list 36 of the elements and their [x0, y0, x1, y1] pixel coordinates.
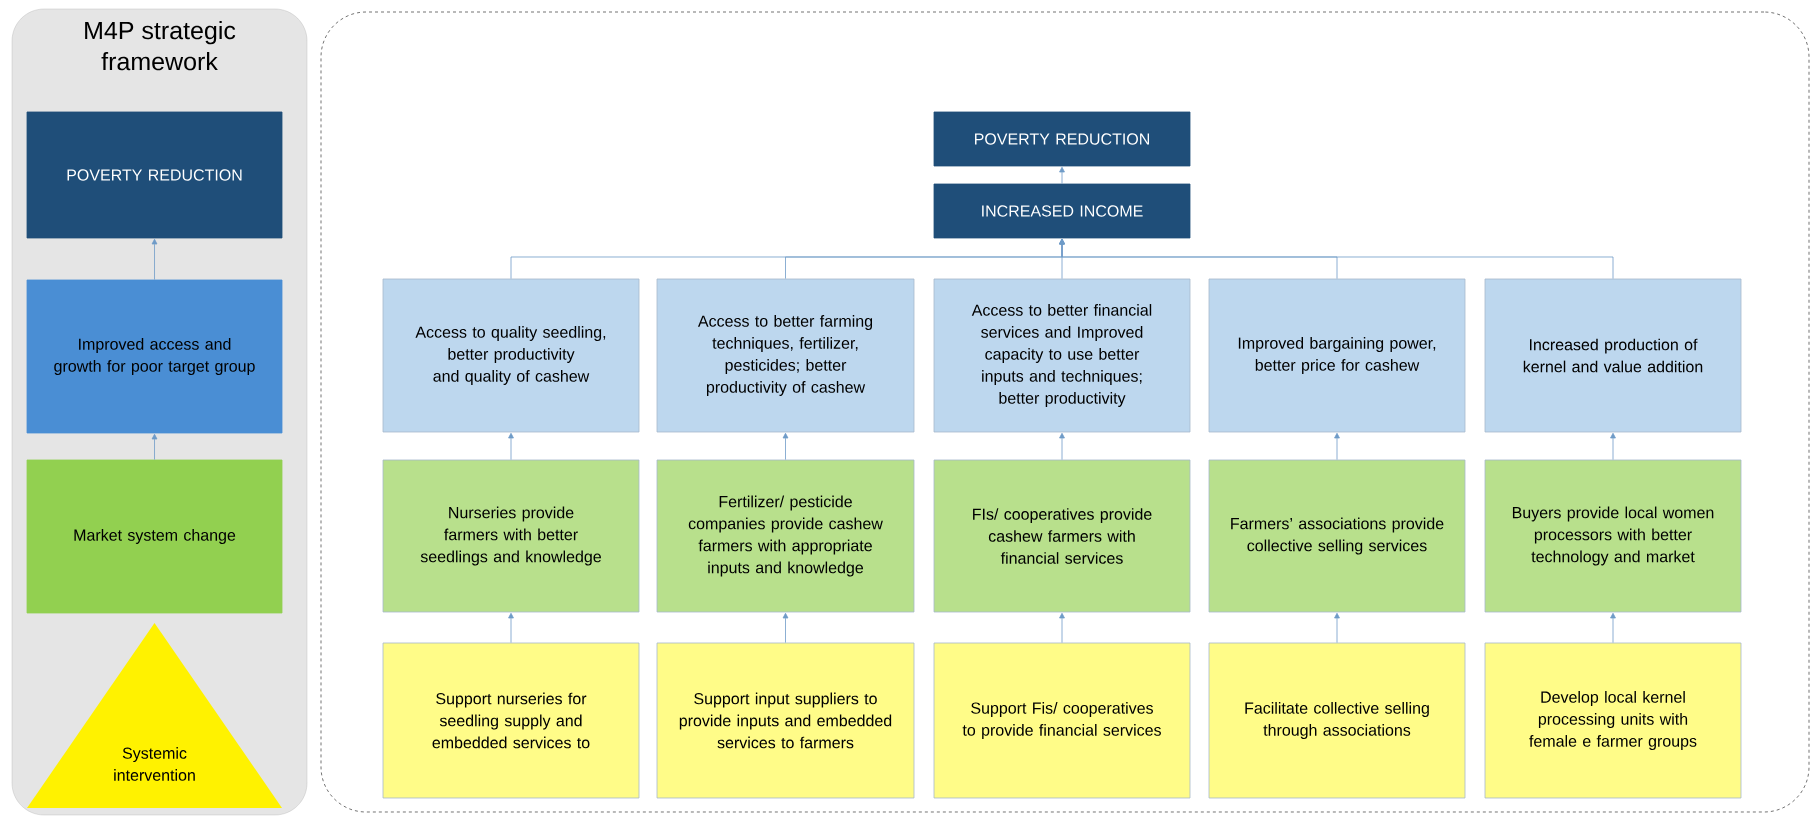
intervention-box: Support Fis/ cooperatives to provide financial services — [933, 642, 1191, 799]
arrow — [782, 612, 789, 643]
arrow — [782, 432, 789, 460]
arrow — [508, 612, 514, 643]
outcome-box: Increased production of kernel and value addition — [1484, 278, 1742, 433]
intervention-box: Support input suppliers to provide inputs and embedded services to farmers — [656, 642, 915, 799]
change-box: Nurseries provide farmers with better seedlings and knowledge — [382, 459, 640, 613]
outcome-box: Access to quality seedling, better productivity and quality of cashew — [382, 278, 640, 433]
change-box: Market system change — [26, 459, 283, 614]
arrow — [151, 433, 158, 460]
arrow — [1334, 612, 1340, 643]
intervention-box: Support nurseries for seedling supply and embedded services to — [382, 642, 640, 799]
arrow — [1610, 612, 1616, 643]
outcome-box: Access to better financial services and Improved capacity to use better inputs and techniques; better productivity — [933, 278, 1191, 433]
arrow — [1059, 238, 1614, 279]
arrow — [1059, 432, 1065, 460]
goal-box: INCREASED INCOME — [933, 183, 1191, 239]
outcome-box: Improved bargaining power, better price for cashew — [1208, 278, 1466, 433]
outcome-box: Access to better farming techniques, fertilizer, pesticides; better productivity of cashew — [656, 278, 915, 433]
intervention-triangle: Systemic intervention — [27, 623, 282, 808]
arrow — [1334, 432, 1340, 460]
goal-box: POVERTY REDUCTION — [26, 111, 283, 239]
outcome-box: Improved access and growth for poor target group — [26, 279, 283, 434]
change-box: FIs/ cooperatives provide cashew farmers with financial services — [933, 459, 1191, 613]
dashed-frame — [320, 11, 1810, 813]
intervention-box: Facilitate collective selling through associations — [1208, 642, 1466, 799]
intervention-box: Develop local kernel processing units with female e farmer groups — [1484, 642, 1742, 799]
arrow — [1610, 432, 1616, 460]
arrow — [1059, 612, 1065, 643]
change-box: Fertilizer/ pesticide companies provide cashew farmers with appropriate inputs and knowledge — [656, 459, 915, 613]
change-box: Farmers’ associations provide collective selling services — [1208, 459, 1466, 613]
change-box: Buyers provide local women processors with better technology and market — [1484, 459, 1742, 613]
arrow — [151, 238, 158, 280]
goal-box: POVERTY REDUCTION — [933, 111, 1191, 167]
arrow — [508, 432, 514, 460]
arrow — [1059, 166, 1065, 184]
